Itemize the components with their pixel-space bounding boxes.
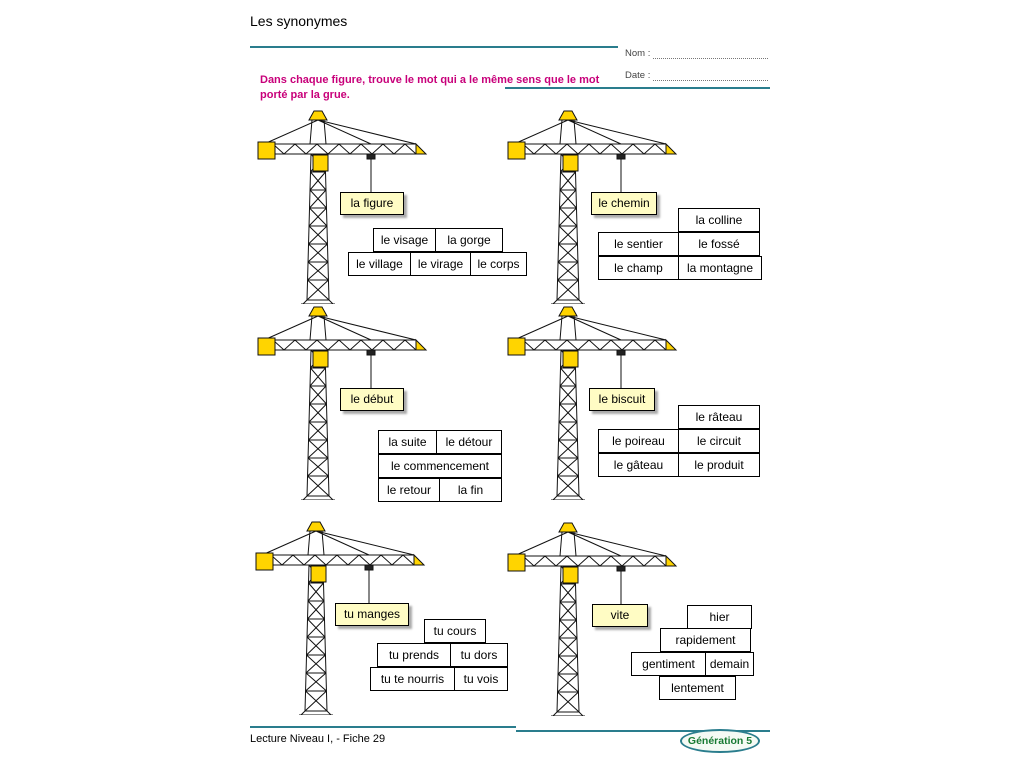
- crane-word-label: le chemin: [591, 192, 657, 215]
- date-dotted-line: [653, 70, 768, 81]
- crane-word-label: la figure: [340, 192, 404, 215]
- option-box: la suite: [378, 430, 437, 454]
- option-box: la gorge: [435, 228, 503, 252]
- option-box: le râteau: [678, 405, 760, 429]
- option-box: le village: [348, 252, 411, 276]
- crane-word-label: le début: [340, 388, 404, 411]
- option-box: le gâteau: [598, 453, 679, 477]
- option-box: lentement: [659, 676, 736, 700]
- option-box: tu te nourris: [370, 667, 455, 691]
- option-box: la fin: [439, 478, 502, 502]
- option-box: demain: [705, 652, 754, 676]
- option-box: le fossé: [678, 232, 760, 256]
- option-box: le détour: [436, 430, 502, 454]
- date-label: Date :: [625, 70, 651, 81]
- generation5-badge: Génération 5: [680, 729, 760, 753]
- crane-word-label: le biscuit: [589, 388, 655, 411]
- page-title: Les synonymes: [250, 13, 348, 29]
- option-box: le poireau: [598, 429, 679, 453]
- option-box: le produit: [678, 453, 760, 477]
- option-box: le sentier: [598, 232, 679, 256]
- option-box: rapidement: [660, 628, 751, 652]
- option-box: la montagne: [678, 256, 762, 280]
- option-box: hier: [687, 605, 752, 629]
- crane-word-label: tu manges: [335, 603, 409, 626]
- option-box: le corps: [470, 252, 527, 276]
- option-box: gentiment: [631, 652, 706, 676]
- footer-rule: [516, 730, 770, 732]
- header-rule: [250, 46, 618, 48]
- nom-dotted-line: [653, 48, 768, 59]
- footer-reference: Lecture Niveau I, - Fiche 29: [250, 733, 386, 745]
- option-box: tu cours: [424, 619, 486, 643]
- crane-word-label: vite: [592, 604, 648, 627]
- option-box: le circuit: [678, 429, 760, 453]
- instruction-text: Dans chaque figure, trouve le mot qui a …: [260, 74, 600, 102]
- option-box: tu dors: [450, 643, 508, 667]
- generation5-badge-label: Génération 5: [687, 735, 753, 747]
- date-field: Date :: [625, 70, 768, 81]
- option-box: tu prends: [377, 643, 451, 667]
- option-box: le retour: [378, 478, 440, 502]
- footer-rule: [250, 726, 516, 728]
- nom-label: Nom :: [625, 48, 651, 59]
- option-box: tu vois: [454, 667, 508, 691]
- nom-field: Nom :: [625, 48, 768, 59]
- nomdate-rule: [505, 87, 770, 89]
- option-box: la colline: [678, 208, 760, 232]
- option-box: le commencement: [378, 454, 502, 478]
- option-box: le virage: [410, 252, 471, 276]
- option-box: le champ: [598, 256, 679, 280]
- option-box: le visage: [373, 228, 436, 252]
